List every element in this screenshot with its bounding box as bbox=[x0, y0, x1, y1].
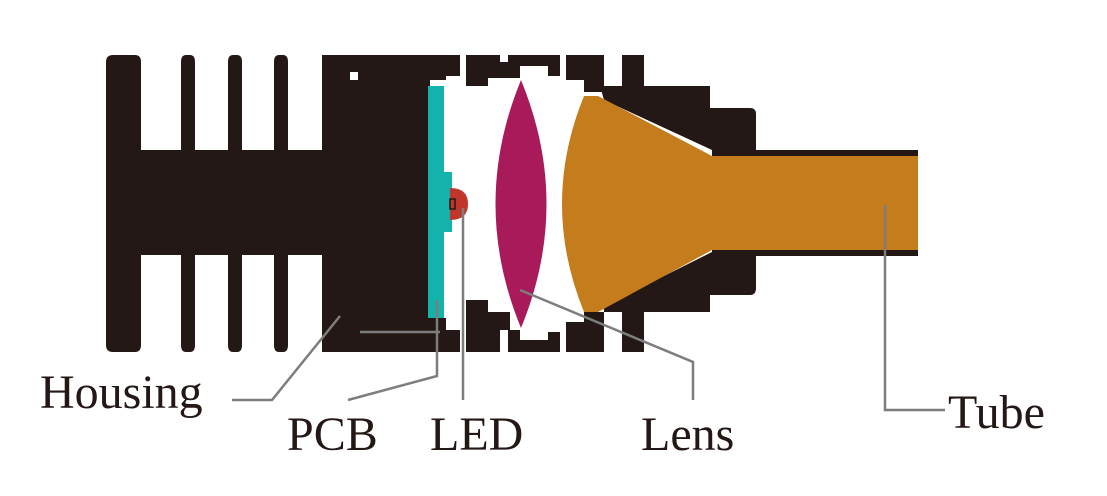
tube bbox=[562, 96, 918, 312]
housing-inner-wall bbox=[350, 80, 430, 318]
leader-line-housing bbox=[232, 315, 341, 402]
housing-top-ring-4 bbox=[622, 55, 644, 96]
housing bbox=[106, 55, 918, 352]
label-pcb: PCB bbox=[287, 408, 378, 461]
labels: Housing PCB LED Lens Tube bbox=[40, 366, 1045, 461]
leader-line-tube bbox=[883, 205, 945, 412]
label-led: LED bbox=[430, 408, 523, 461]
housing-top-shell bbox=[350, 55, 460, 80]
label-housing: Housing bbox=[40, 366, 203, 419]
front-body-bottom bbox=[604, 252, 756, 312]
lens bbox=[495, 80, 547, 328]
tube-collar-bottom bbox=[712, 250, 918, 256]
housing-top-ring-1 bbox=[466, 55, 510, 86]
front-body-top bbox=[600, 86, 756, 150]
housing-top-ring-3 bbox=[566, 55, 604, 92]
leader-line-lens bbox=[519, 288, 695, 400]
label-lens: Lens bbox=[641, 408, 734, 461]
label-tube: Tube bbox=[948, 386, 1045, 439]
tube-collar-top bbox=[712, 150, 918, 156]
housing-bottom-ring-4 bbox=[622, 306, 644, 352]
pcb-board bbox=[428, 86, 452, 318]
led-dome bbox=[450, 188, 468, 220]
led-chip bbox=[449, 198, 456, 210]
housing-top-ring-2 bbox=[508, 55, 560, 78]
pcb bbox=[428, 86, 452, 318]
tube-shape bbox=[562, 96, 918, 312]
leader-lines bbox=[232, 205, 945, 412]
housing-bottom-ring-2 bbox=[508, 330, 560, 352]
leader-line-pcb bbox=[347, 300, 439, 402]
lens-shape bbox=[495, 80, 547, 328]
led bbox=[449, 188, 468, 220]
housing-bottom-ring-1 bbox=[466, 300, 510, 352]
housing-bottom-shell bbox=[322, 318, 460, 352]
heat-sink bbox=[106, 55, 350, 352]
